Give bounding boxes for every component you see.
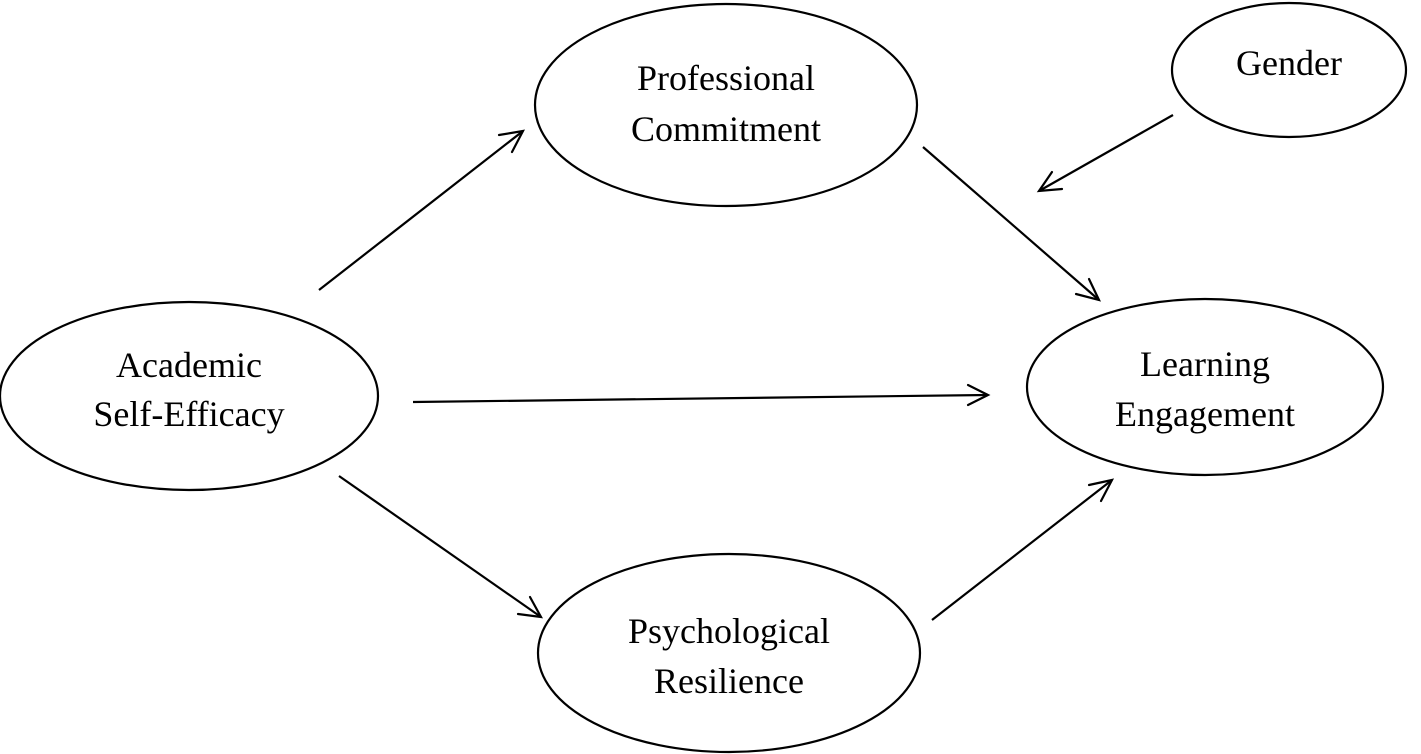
node-professional-commitment: Professional Commitment bbox=[533, 2, 919, 208]
node-academic-self-efficacy-line-1: Academic bbox=[116, 345, 262, 385]
node-gender: Gender bbox=[1170, 1, 1408, 139]
node-gender-line-1: Gender bbox=[1236, 43, 1342, 83]
node-professional-commitment-line-1: Professional bbox=[637, 58, 815, 98]
node-professional-commitment-line-2: Commitment bbox=[631, 109, 821, 149]
node-academic-self-efficacy-line-2: Self-Efficacy bbox=[93, 394, 284, 434]
node-learning-engagement-line-1: Learning bbox=[1140, 344, 1270, 384]
edge-psychological-resilience-to-learning-engagement bbox=[931, 478, 1115, 621]
node-learning-engagement: Learning Engagement bbox=[1025, 297, 1385, 477]
node-psychological-resilience-line-2: Resilience bbox=[654, 661, 804, 701]
node-psychological-resilience-line-1: Psychological bbox=[628, 611, 830, 651]
edge-academic-self-efficacy-to-learning-engagement bbox=[412, 383, 991, 407]
node-psychological-resilience: Psychological Resilience bbox=[536, 552, 922, 754]
edge-gender-moderation bbox=[1036, 114, 1174, 193]
edge-academic-self-efficacy-to-professional-commitment bbox=[318, 129, 526, 291]
edge-professional-commitment-to-learning-engagement bbox=[922, 146, 1102, 302]
edge-academic-self-efficacy-to-psychological-resilience bbox=[338, 475, 544, 619]
node-learning-engagement-line-2: Engagement bbox=[1115, 394, 1295, 434]
node-academic-self-efficacy: Academic Self-Efficacy bbox=[0, 300, 380, 492]
